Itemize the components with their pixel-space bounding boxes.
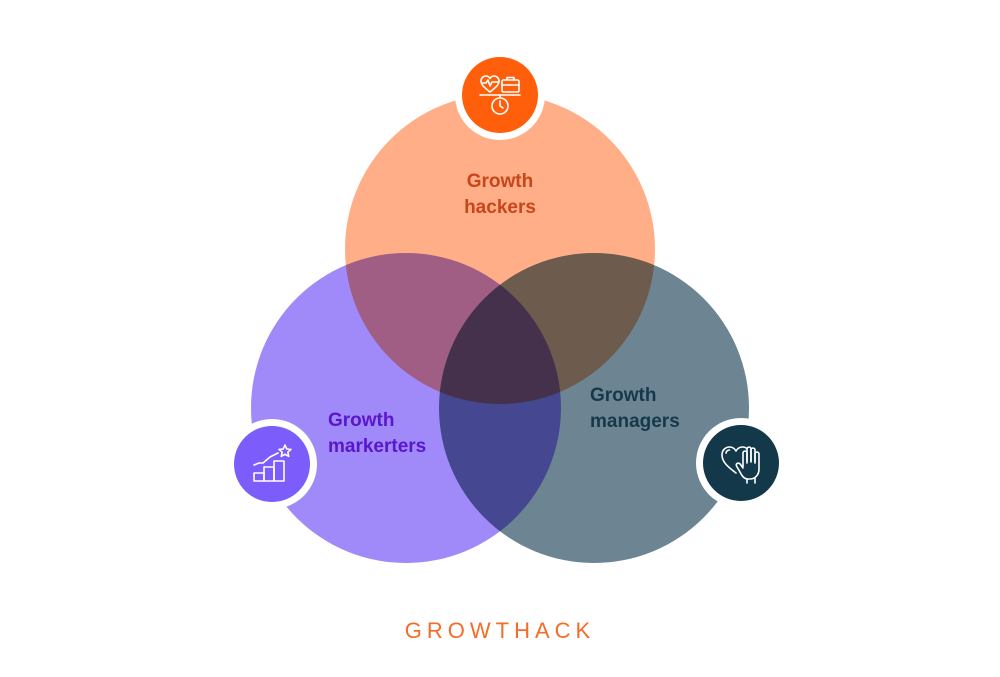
health-briefcase-clock-icon [462,57,538,133]
label-growth-hackers-line1: Growth [466,171,534,192]
label-growth-managers-line2: managers [590,411,680,432]
label-growth-hackers-line2: hackers [464,197,536,218]
badge-growth-hackers [455,50,545,140]
brand-logo-text: GROWTHACK [404,618,596,643]
heart-hand-icon [703,425,779,501]
growth-bar-chart-star-icon [234,426,310,502]
label-growth-hackers: Growth hackers [440,169,560,221]
badge-growth-marketers [227,419,317,509]
label-growth-marketers-line1: Growth [328,410,395,431]
badge-growth-managers [696,418,786,508]
label-growth-marketers-line2: markerters [328,436,427,457]
label-growth-managers-line1: Growth [590,385,657,406]
label-growth-managers: Growth managers [590,383,720,435]
label-growth-marketers: Growth markerters [328,408,458,460]
circle-growth-hackers [345,94,655,404]
